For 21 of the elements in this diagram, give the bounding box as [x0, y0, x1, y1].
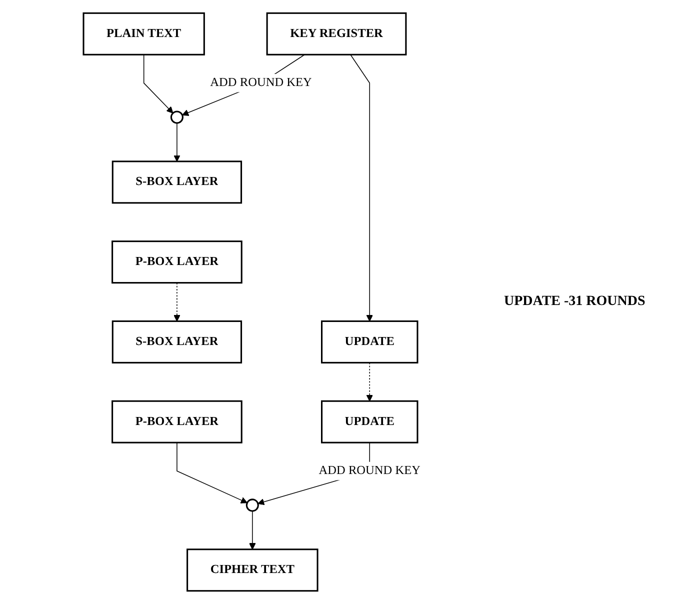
node-box: UPDATE: [321, 320, 418, 363]
node-box: CIPHER TEXT: [186, 548, 318, 592]
arrow: [366, 362, 373, 401]
node-box: S-BOX LAYER: [112, 160, 242, 204]
node-circle: [170, 110, 184, 124]
arrow: [350, 54, 373, 322]
note-text: UPDATE -31 ROUNDS: [504, 294, 646, 310]
edge-label: ADD ROUND KEY: [210, 76, 312, 89]
arrow: [176, 442, 248, 503]
arrow: [174, 282, 180, 322]
node-box: PLAIN TEXT: [82, 12, 205, 55]
arrow: [143, 54, 174, 113]
node-circle: [246, 498, 259, 512]
arrow: [174, 122, 180, 162]
arrow: [249, 510, 256, 550]
node-box: S-BOX LAYER: [112, 320, 242, 363]
node-box: P-BOX LAYER: [112, 400, 242, 443]
node-box: P-BOX LAYER: [112, 240, 242, 284]
edge-label: ADD ROUND KEY: [318, 464, 420, 477]
node-box: UPDATE: [321, 400, 418, 443]
node-box: KEY REGISTER: [266, 12, 407, 55]
